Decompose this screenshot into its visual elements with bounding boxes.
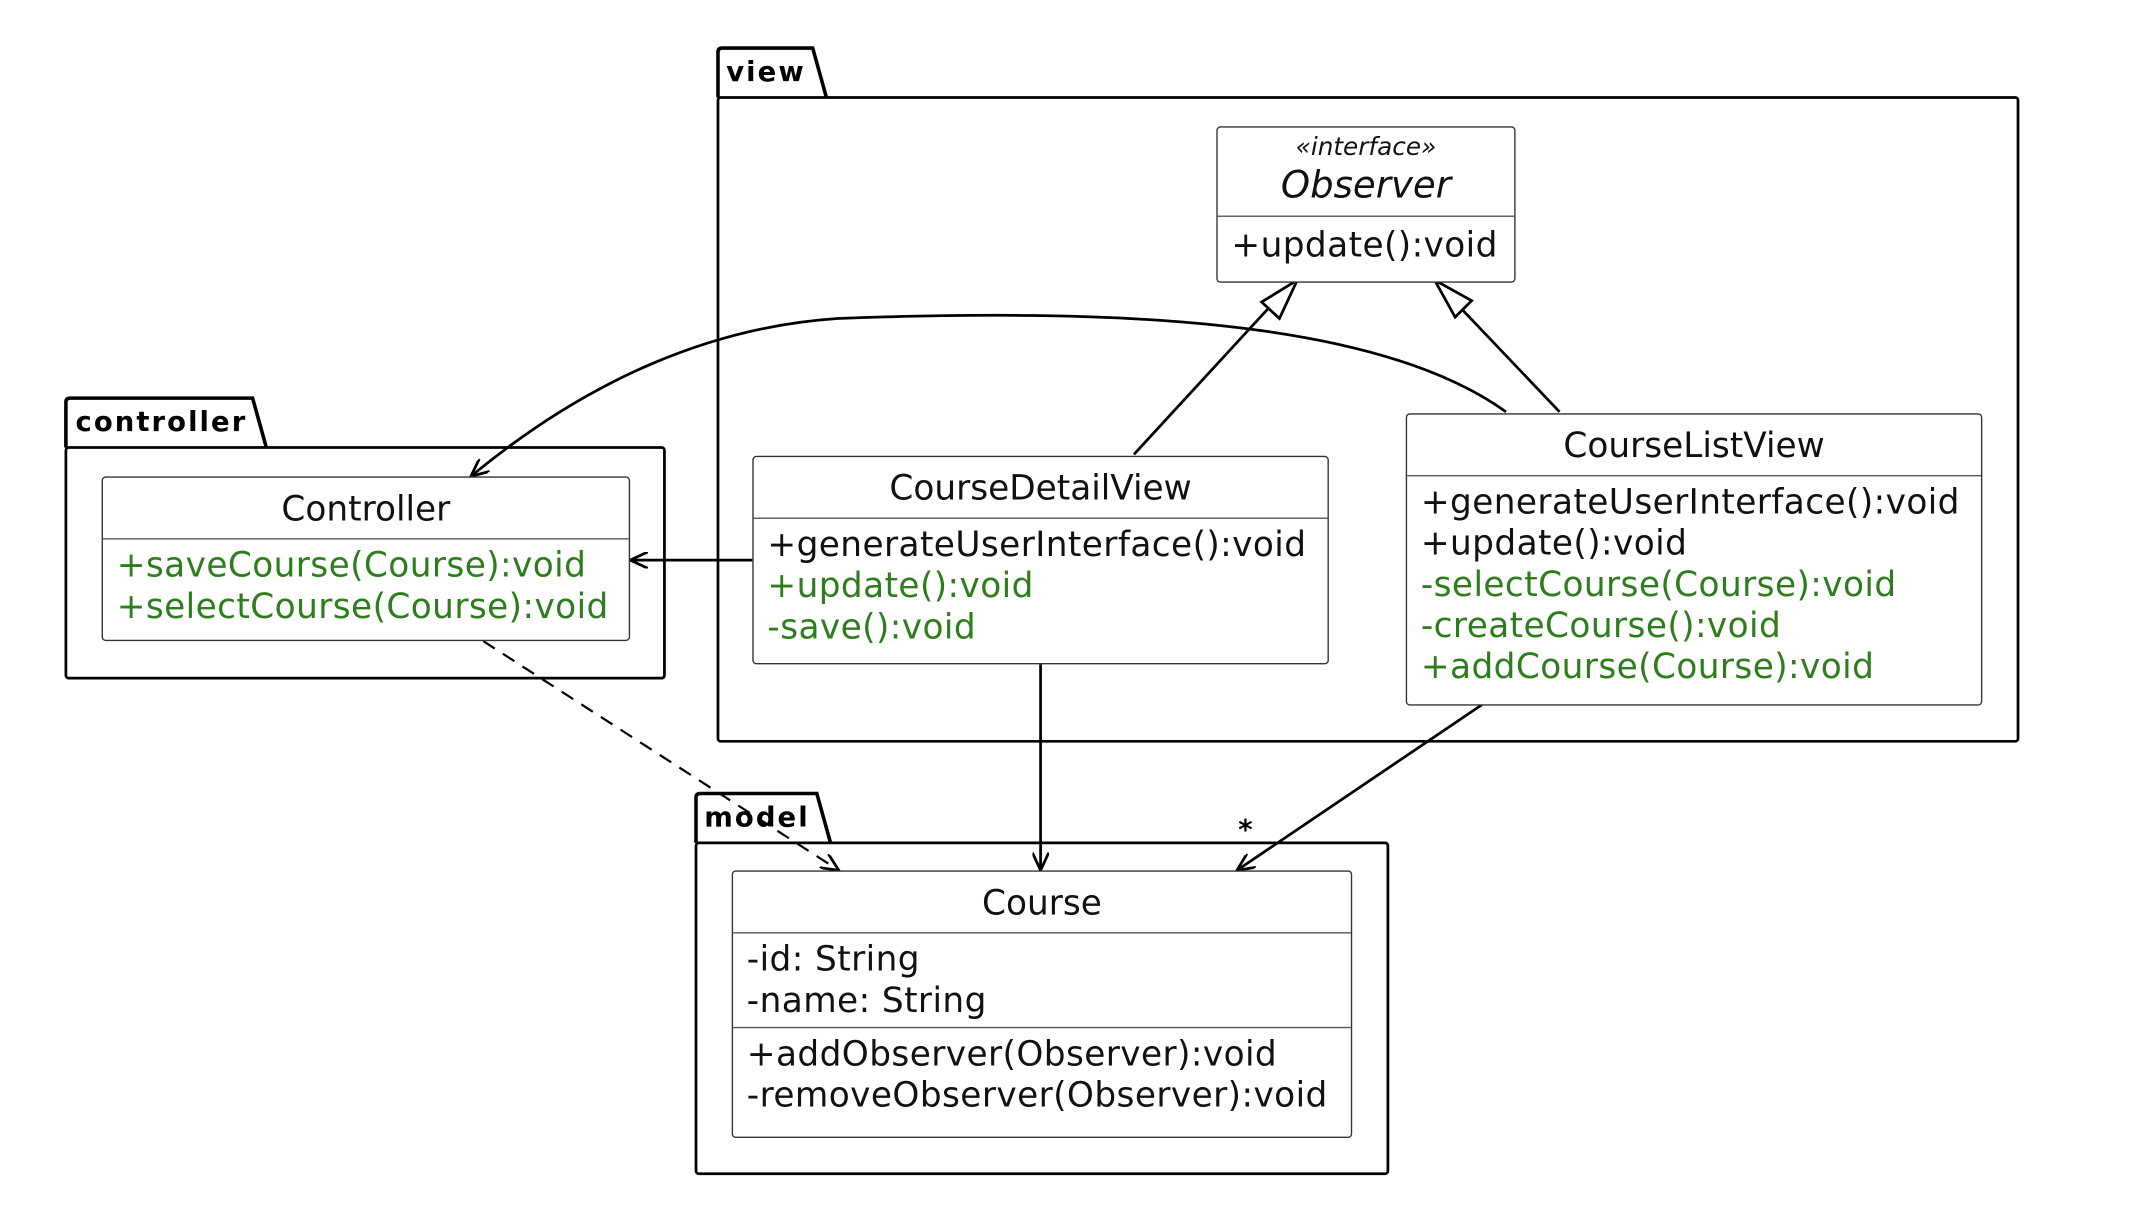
controller-separator bbox=[102, 538, 629, 540]
generalization-list-to-observer bbox=[1451, 298, 1561, 413]
controller-name: Controller bbox=[281, 488, 451, 529]
generalization-triangle-right bbox=[1431, 276, 1474, 320]
method: +update():void bbox=[1420, 523, 1688, 563]
method: +update():void bbox=[767, 565, 1034, 606]
method: -selectCourse(Course):void bbox=[1420, 564, 1897, 605]
observer-name: Observer bbox=[1280, 164, 1451, 208]
attribute: -id: String bbox=[746, 938, 920, 979]
observer-methods: +update():void bbox=[1218, 216, 1515, 271]
course-list-view-separator bbox=[1407, 474, 1981, 477]
course-list-view-name: CourseListView bbox=[1563, 425, 1825, 466]
course-name: Course bbox=[982, 882, 1102, 923]
observer-stereotype: «interface» bbox=[1295, 133, 1437, 162]
course-detail-view-methods: +generateUserInterface():void +update():… bbox=[754, 519, 1328, 654]
course-separator-methods bbox=[733, 1026, 1351, 1029]
method: +generateUserInterface():void bbox=[1420, 481, 1960, 522]
course-separator-attributes bbox=[733, 932, 1351, 934]
package-controller-tab: controller bbox=[75, 404, 248, 438]
course-list-view-methods: +generateUserInterface():void +update():… bbox=[1407, 476, 1981, 693]
course-methods: +addObserver(Observer):void -removeObser… bbox=[733, 1028, 1351, 1121]
method: +addCourse(Course):void bbox=[1420, 646, 1875, 687]
method: +selectCourse(Course):void bbox=[116, 586, 609, 626]
class-observer: «interface» Observer +update():void bbox=[1216, 126, 1516, 283]
class-course-detail-view: CourseDetailView +generateUserInterface(… bbox=[752, 455, 1329, 665]
class-course-list-view: CourseListView +generateUserInterface():… bbox=[1405, 413, 1983, 706]
method: +update():void bbox=[1231, 224, 1498, 265]
course-attributes: -id: String -name: String bbox=[733, 934, 1351, 1027]
controller-methods: +saveCourse(Course):void +selectCourse(C… bbox=[103, 540, 629, 633]
class-course: Course -id: String -name: String +addObs… bbox=[731, 870, 1353, 1139]
package-view-tab: view bbox=[726, 54, 806, 88]
observer-separator bbox=[1217, 215, 1515, 217]
method: +generateUserInterface():void bbox=[767, 524, 1307, 565]
generalization-triangle-left bbox=[1259, 276, 1301, 321]
multiplicity-label: * bbox=[1238, 812, 1253, 846]
generalization-detail-to-observer bbox=[1132, 298, 1278, 456]
association-list-to-controller bbox=[471, 313, 1507, 476]
method: +saveCourse(Course):void bbox=[116, 545, 587, 585]
course-detail-view-name: CourseDetailView bbox=[889, 468, 1192, 508]
package-model-tab: model bbox=[704, 800, 810, 834]
attribute: -name: String bbox=[746, 980, 987, 1020]
method: -removeObserver(Observer):void bbox=[746, 1074, 1328, 1115]
class-controller: Controller +saveCourse(Course):void +sel… bbox=[101, 476, 631, 642]
method: -createCourse():void bbox=[1420, 605, 1782, 646]
method: +addObserver(Observer):void bbox=[746, 1033, 1278, 1074]
package-model bbox=[694, 841, 1390, 1176]
method: -save():void bbox=[767, 606, 977, 647]
package-view bbox=[716, 96, 2020, 743]
course-detail-view-separator bbox=[753, 517, 1328, 519]
package-controller bbox=[64, 446, 666, 680]
